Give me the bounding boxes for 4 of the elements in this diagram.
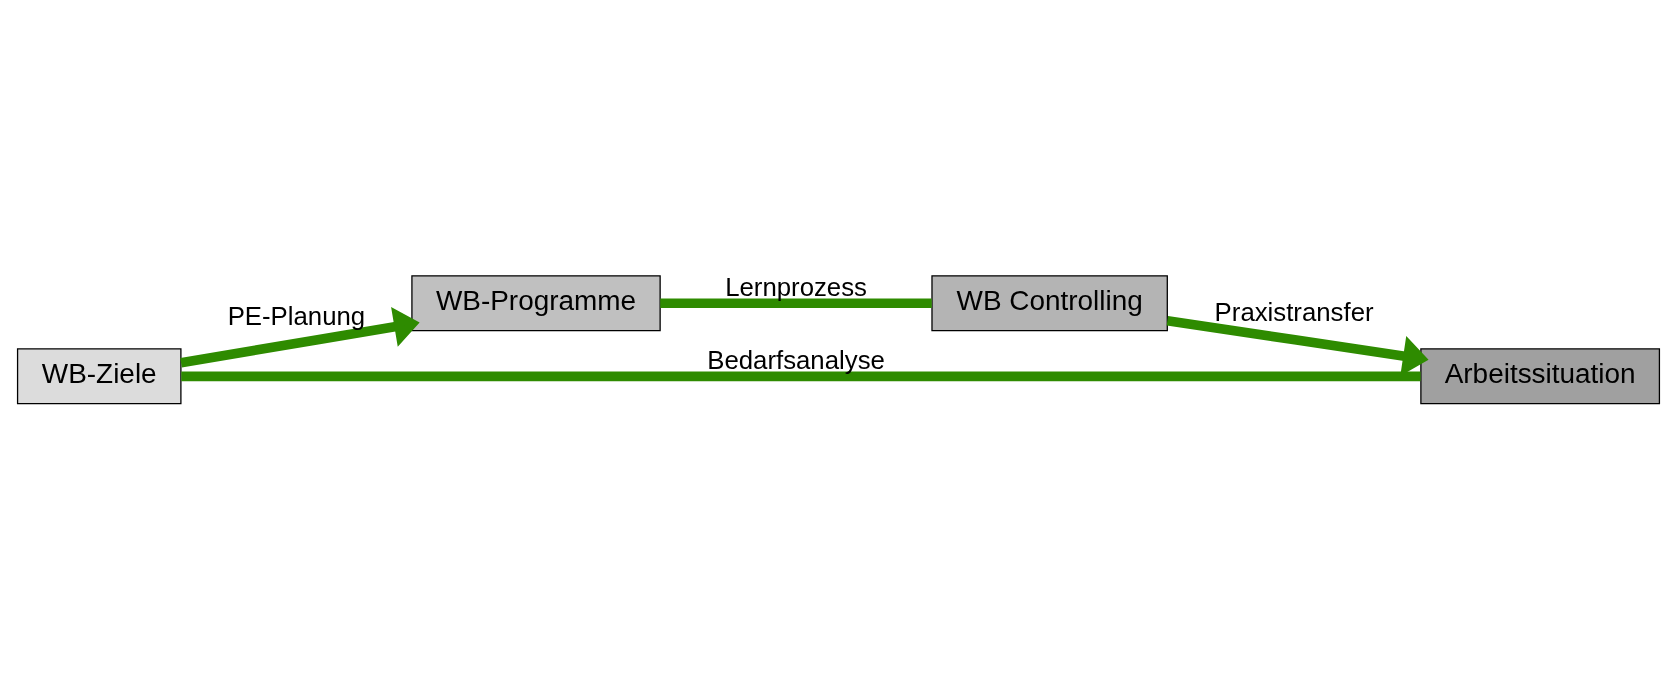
edge-label: Lernprozess <box>725 272 867 301</box>
edge-label: Praxistransfer <box>1214 297 1374 326</box>
edge-label: PE-Planung <box>227 301 366 330</box>
edge-label: Bedarfsanalyse <box>707 346 885 374</box>
